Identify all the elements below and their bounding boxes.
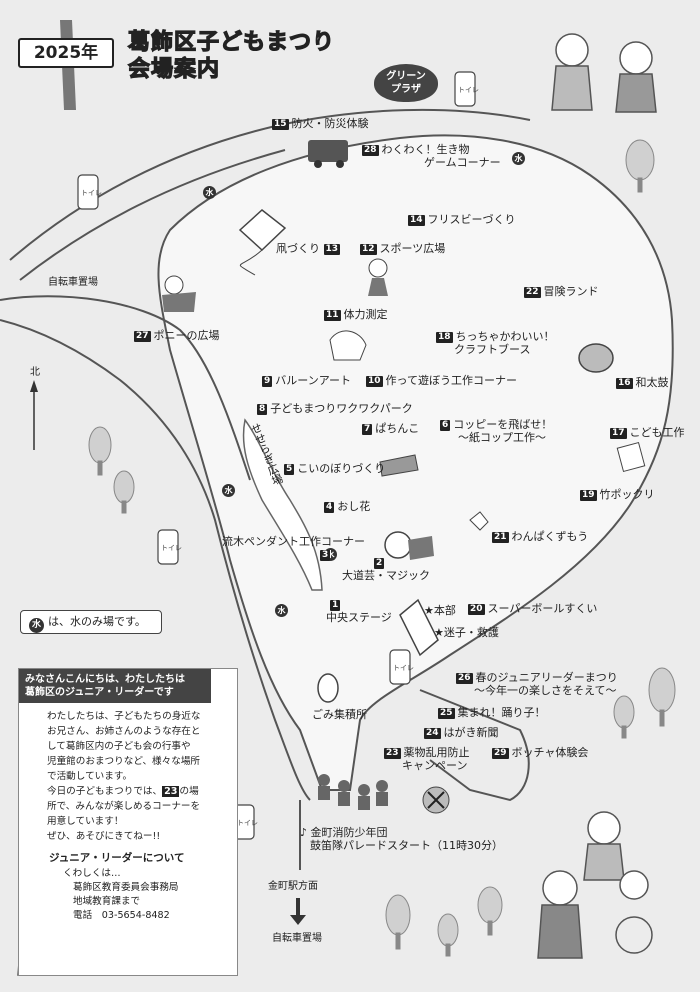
- parade-label: ♪ 金町消防少年団 鼓笛隊パレードスタート（11時30分）: [300, 826, 503, 852]
- green-plaza-line1: グリーン: [386, 71, 426, 82]
- year-badge: 2025年: [18, 38, 114, 68]
- stall-13[interactable]: 凧づくり 13: [276, 242, 341, 255]
- title-line-1: 葛飾区子どもまつり: [127, 29, 336, 55]
- svg-text:トイレ: トイレ: [458, 86, 479, 94]
- parade-line-2: 鼓笛隊パレードスタート（11時30分）: [310, 839, 503, 852]
- toilet-icon: [77, 71, 476, 840]
- green-plaza-line2: プラザ: [391, 84, 421, 95]
- info-contact: くわしくは… 葛飾区教育委員会事務局 地域教育課まで 電話 03-5654-84…: [63, 868, 179, 921]
- taiko-drum-icon: [578, 343, 614, 373]
- svg-text:トイレ: トイレ: [393, 664, 414, 672]
- muscle-icon: [329, 330, 367, 361]
- stage-icon: [399, 598, 439, 657]
- fire-truck-icon: [308, 140, 348, 162]
- water-legend-text: は、水のみ場です。: [48, 615, 146, 628]
- water-icon: 水: [222, 484, 235, 497]
- green-plaza-marker: グリーン プラザ: [374, 64, 438, 102]
- junior-leader-info-box: みなさんこんにちは、わたしたちは 葛飾区のジュニア・リーダーです わたしたちは、…: [18, 668, 238, 976]
- svg-text:トイレ: トイレ: [237, 819, 258, 827]
- garbage-station-label: ごみ集積所: [312, 708, 367, 721]
- bicycle-parking-label: 自転車置場: [272, 933, 322, 944]
- water-icon: 水: [512, 152, 525, 165]
- bottom-path: [419, 689, 530, 802]
- lost-child-first-aid-label[interactable]: ★迷子・救護: [434, 626, 499, 639]
- svg-text:トイレ: トイレ: [161, 544, 182, 552]
- seseragi-stream: [242, 418, 323, 591]
- clown-icon: [384, 531, 412, 559]
- water-icon: 水: [29, 618, 44, 633]
- parade-band-icon: [318, 774, 388, 810]
- svg-text:トイレ: トイレ: [81, 189, 102, 197]
- info-heading: みなさんこんにちは、わたしたちは 葛飾区のジュニア・リーダーです: [19, 669, 211, 703]
- headquarters-label[interactable]: ★本部: [424, 604, 456, 617]
- water-legend: 水は、水のみ場です。: [20, 610, 162, 634]
- craft-box-icon: [616, 441, 646, 473]
- sports-kid-icon: [368, 258, 388, 278]
- info-body: わたしたちは、子どもたちの身近な お兄さん、お姉さんのような存在と して葛飾区内…: [47, 711, 201, 842]
- kanamachi-station-label: 金町駅方面: [268, 881, 318, 892]
- ribbon-icon: [469, 511, 489, 531]
- water-icon: 水: [275, 604, 288, 617]
- north-label: 北: [30, 367, 40, 378]
- water-icon: 水: [203, 186, 216, 199]
- bicycle-parking-label: 自転車置場: [48, 277, 98, 288]
- info-subheading: ジュニア・リーダーについて: [49, 852, 185, 864]
- trash-bin-icon: [317, 673, 339, 703]
- map-title: 葛飾区子どもまつり 会場案内: [127, 29, 336, 83]
- koinobori-icon: [379, 454, 419, 477]
- tree-icon: [88, 139, 676, 957]
- left-road: [0, 295, 251, 481]
- title-line-2: 会場案内: [127, 56, 221, 82]
- parade-line-1: ♪ 金町消防少年団: [300, 826, 388, 839]
- pony-kid-icon: [164, 275, 184, 295]
